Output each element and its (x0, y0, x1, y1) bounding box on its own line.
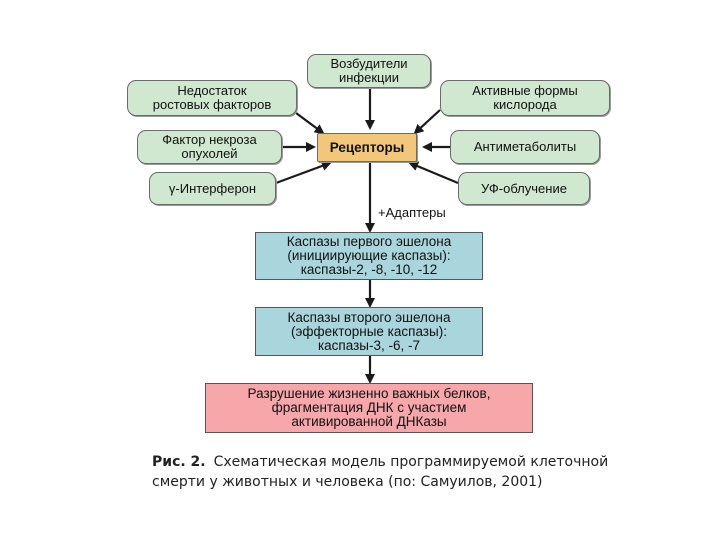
input-growth-factors: Недостаток ростовых факторов (127, 80, 297, 116)
receptors-box: Рецепторы (317, 133, 417, 162)
figure-caption: Рис. 2.Схематическая модель программируе… (152, 452, 632, 492)
input-infection-label: Возбудители инфекции (330, 56, 408, 85)
input-uv-label: УФ-облучение (481, 180, 567, 196)
caspases-second-box: Каспазы второго эшелона (эффекторные кас… (255, 307, 483, 356)
input-ros: Активные формы кислорода (440, 80, 610, 116)
input-tnf: Фактор некроза опухолей (137, 130, 282, 164)
adapters-label: +Адаптеры (378, 205, 446, 220)
caspases-second-label: Каспазы второго эшелона (эффекторные кас… (287, 309, 451, 353)
input-antimetabolites-label: Антиметаболиты (473, 139, 577, 154)
input-interferon: γ-Интерферон (149, 172, 276, 205)
caption-text: Схематическая модель программируемой кле… (152, 454, 609, 490)
input-growth-factors-label: Недостаток ростовых факторов (152, 83, 272, 112)
arrow-ros-to-receptors (413, 109, 441, 135)
arrow-growth-to-receptors (291, 109, 325, 135)
figure-label: Рис. 2. (152, 454, 206, 470)
input-ros-label: Активные формы кислорода (472, 83, 578, 112)
receptors-label: Рецепторы (329, 139, 405, 155)
caspases-first-box: Каспазы первого эшелона (инициирующие ка… (255, 232, 483, 280)
input-uv: УФ-облучение (458, 172, 590, 205)
input-antimetabolites: Антиметаболиты (450, 130, 600, 164)
caspases-first-label: Каспазы первого эшелона (инициирующие ка… (286, 234, 452, 277)
input-infection: Возбудители инфекции (307, 54, 431, 88)
destruction-box: Разрушение жизненно важных белков, фрагм… (205, 383, 533, 433)
arrow-uv-to-receptors (408, 161, 459, 185)
input-tnf-label: Фактор некроза опухолей (162, 132, 257, 161)
arrow-interferon-to-receptors (275, 161, 332, 185)
destruction-label: Разрушение жизненно важных белков, фрагм… (247, 386, 491, 429)
input-interferon-label: γ-Интерферон (168, 180, 257, 196)
